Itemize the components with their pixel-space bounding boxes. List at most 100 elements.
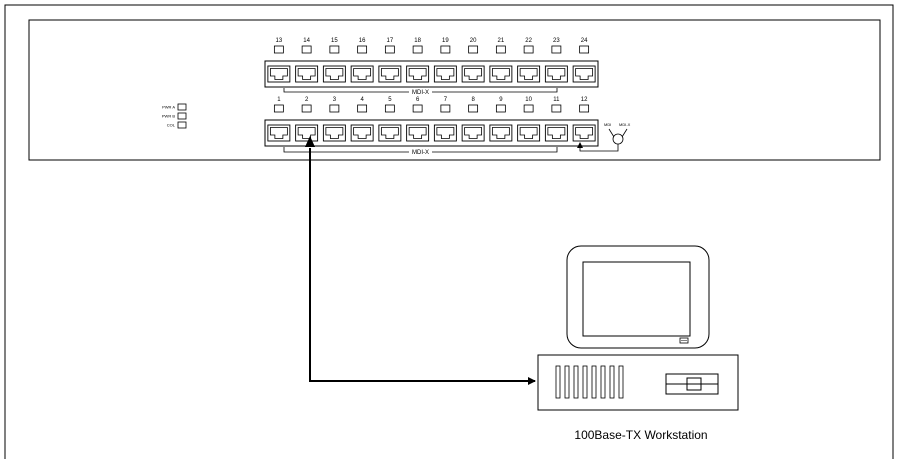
network-cable — [309, 148, 536, 385]
port-led-9 — [495, 104, 506, 113]
status-led-pwr-b — [177, 112, 187, 120]
vent-slot — [555, 365, 561, 399]
port-led-18 — [412, 45, 423, 54]
rj45-jack-outline — [519, 68, 538, 80]
rj45-jack-outline — [325, 68, 344, 80]
uplink-switch-button — [612, 133, 624, 145]
vent-slot — [600, 365, 606, 399]
switch-lever-left — [608, 128, 615, 138]
rj45-jack-outline — [575, 68, 594, 80]
vent-slot — [591, 365, 597, 399]
status-led-label: PWR A — [162, 105, 175, 110]
status-led-pwr-a — [177, 103, 187, 111]
figure-frame — [4, 4, 894, 459]
port-led-14 — [301, 45, 312, 54]
status-led-label: COL — [167, 123, 176, 128]
port-number-20: 20 — [470, 38, 477, 44]
mdi-label: MDI — [604, 122, 611, 127]
rj45-jack-outline — [464, 127, 483, 139]
rj45-jack-outline — [491, 68, 510, 80]
rj45-jack-outline — [519, 127, 538, 139]
port-number-3: 3 — [333, 97, 337, 103]
monitor-screen — [582, 261, 691, 337]
uplink-arrow-head — [577, 142, 583, 148]
rj45-jack-outline — [464, 68, 483, 80]
port-number-16: 16 — [359, 38, 366, 44]
port-number-1: 1 — [277, 97, 281, 103]
port-number-8: 8 — [471, 97, 475, 103]
port-number-2: 2 — [305, 97, 309, 103]
port-led-3 — [329, 104, 340, 113]
port-led-20 — [468, 45, 479, 54]
switch-lever-right — [621, 128, 628, 138]
vent-slot — [618, 365, 624, 399]
workstation-caption: 100Base-TX Workstation — [574, 428, 707, 442]
port-led-4 — [357, 104, 368, 113]
port-number-17: 17 — [387, 38, 394, 44]
rj45-jack-outline — [269, 68, 288, 80]
hub-chassis — [28, 19, 881, 161]
port-led-6 — [412, 104, 423, 113]
port-number-12: 12 — [581, 97, 588, 103]
port-led-22 — [523, 45, 534, 54]
status-led-panel: PWR A PWR B COL — [162, 103, 187, 129]
rj45-jack-outline — [547, 127, 566, 139]
rj45-jack-outline — [436, 127, 455, 139]
label-backing — [409, 149, 432, 155]
port-led-17 — [384, 45, 395, 54]
port-led-16 — [357, 45, 368, 54]
monitor — [566, 245, 710, 349]
port-led-1 — [273, 104, 284, 113]
vent-slot — [609, 365, 615, 399]
port-led-12 — [579, 104, 590, 113]
floppy-drive — [665, 373, 719, 395]
port-number-18: 18 — [414, 38, 421, 44]
cable-arrow-up — [305, 136, 315, 147]
case-vents — [555, 365, 624, 399]
vent-slot — [573, 365, 579, 399]
port-led-13 — [273, 45, 284, 54]
vent-slot — [564, 365, 570, 399]
port-led-19 — [440, 45, 451, 54]
port-led-10 — [523, 104, 534, 113]
port-number-10: 10 — [525, 97, 532, 103]
rj45-jack-outline — [269, 127, 288, 139]
port-led-2 — [301, 104, 312, 113]
rj45-jack-outline — [380, 68, 399, 80]
port-bank-frame — [264, 60, 599, 88]
rj45-jack-outline — [353, 127, 372, 139]
port-number-5: 5 — [388, 97, 392, 103]
port-number-15: 15 — [331, 38, 338, 44]
uplink-switch-link — [579, 144, 619, 152]
port-number-22: 22 — [525, 38, 532, 44]
port-number-19: 19 — [442, 38, 449, 44]
port-led-24 — [579, 45, 590, 54]
rj45-jack-outline — [491, 127, 510, 139]
port-led-7 — [440, 104, 451, 113]
workstation: 100Base-TX Workstation — [537, 245, 739, 442]
rj45-jack-outline — [353, 68, 372, 80]
rj45-jack-outline — [436, 68, 455, 80]
port-number-11: 11 — [553, 97, 560, 103]
rj45-jack-outline — [547, 68, 566, 80]
port-number-14: 14 — [303, 38, 310, 44]
port-led-8 — [468, 104, 479, 113]
rj45-jack-outline — [408, 68, 427, 80]
port-number-9: 9 — [499, 97, 503, 103]
vent-slot — [582, 365, 588, 399]
port-led-15 — [329, 45, 340, 54]
rj45-jack-outline — [297, 68, 316, 80]
port-led-11 — [551, 104, 562, 113]
uplink-switch: MDI MDI-X — [577, 122, 631, 152]
mdi-x-label: MDI-X — [619, 122, 631, 127]
port-number-24: 24 — [581, 38, 588, 44]
port-number-13: 13 — [276, 38, 283, 44]
port-led-23 — [551, 45, 562, 54]
status-led-label: PWR B — [162, 114, 175, 119]
port-led-5 — [384, 104, 395, 113]
port-led-21 — [495, 45, 506, 54]
port-number-7: 7 — [444, 97, 448, 103]
